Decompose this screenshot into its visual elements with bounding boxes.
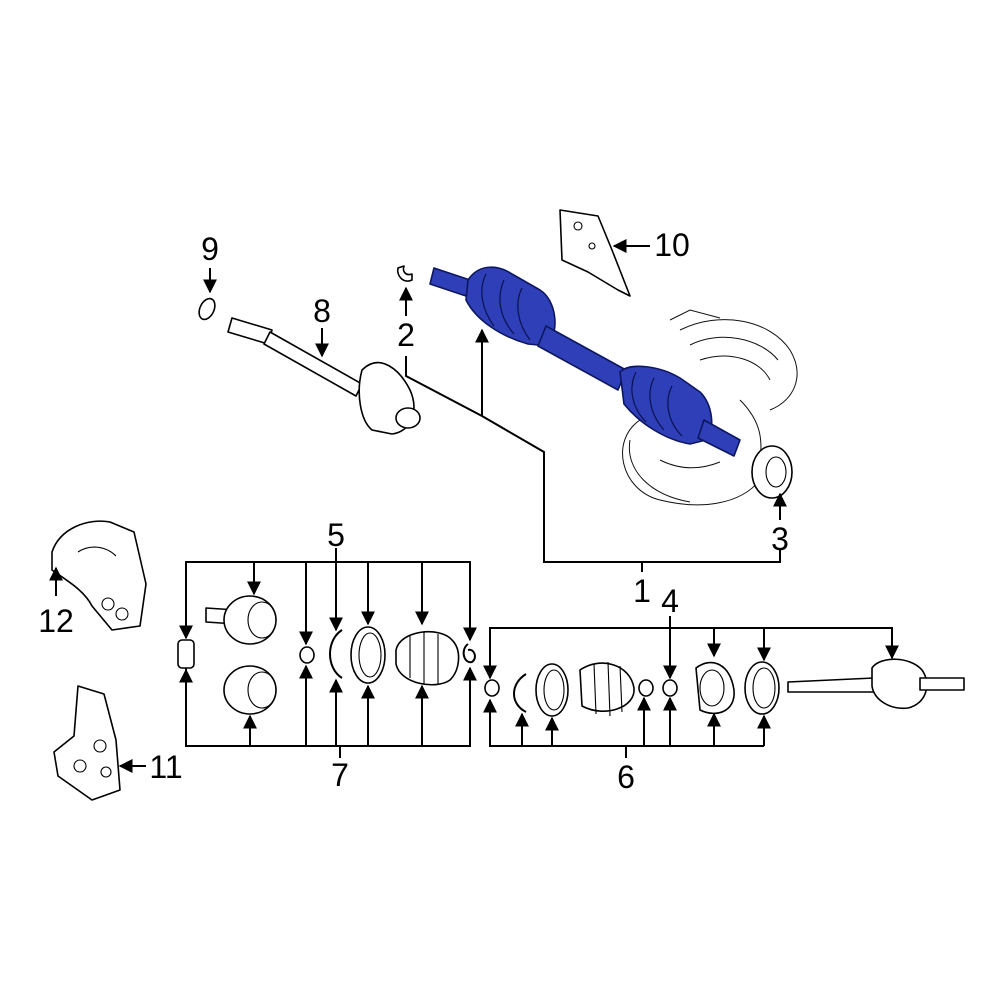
callout-10: 10	[654, 227, 690, 263]
wheel-hub-sketch	[622, 309, 798, 506]
callout-6: 6	[617, 759, 635, 795]
tone-ring	[751, 445, 793, 499]
leader-lines	[49, 239, 899, 773]
callout-9: 9	[201, 231, 219, 267]
callout-4: 4	[661, 583, 679, 619]
callout-8: 8	[313, 293, 331, 329]
callout-3: 3	[771, 521, 789, 557]
o-ring	[198, 297, 216, 321]
intermediate-shaft	[227, 317, 421, 435]
callout-labels: 1 2 3 4 5 6 7 8 9 10 11 12	[38, 227, 789, 795]
callout-7: 7	[331, 757, 349, 793]
bracket-10	[559, 209, 631, 297]
callout-2: 2	[397, 317, 415, 353]
retaining-clip	[396, 265, 413, 282]
axle-assembly	[429, 266, 741, 457]
bracket-12	[51, 520, 147, 631]
outer-joint-kit-parts	[484, 658, 965, 717]
callout-5: 5	[327, 517, 345, 553]
callout-11: 11	[149, 749, 182, 785]
bracket-11	[53, 685, 121, 801]
callout-12: 12	[38, 603, 74, 639]
inner-joint-kit-parts	[177, 595, 476, 715]
callout-1: 1	[633, 573, 651, 609]
